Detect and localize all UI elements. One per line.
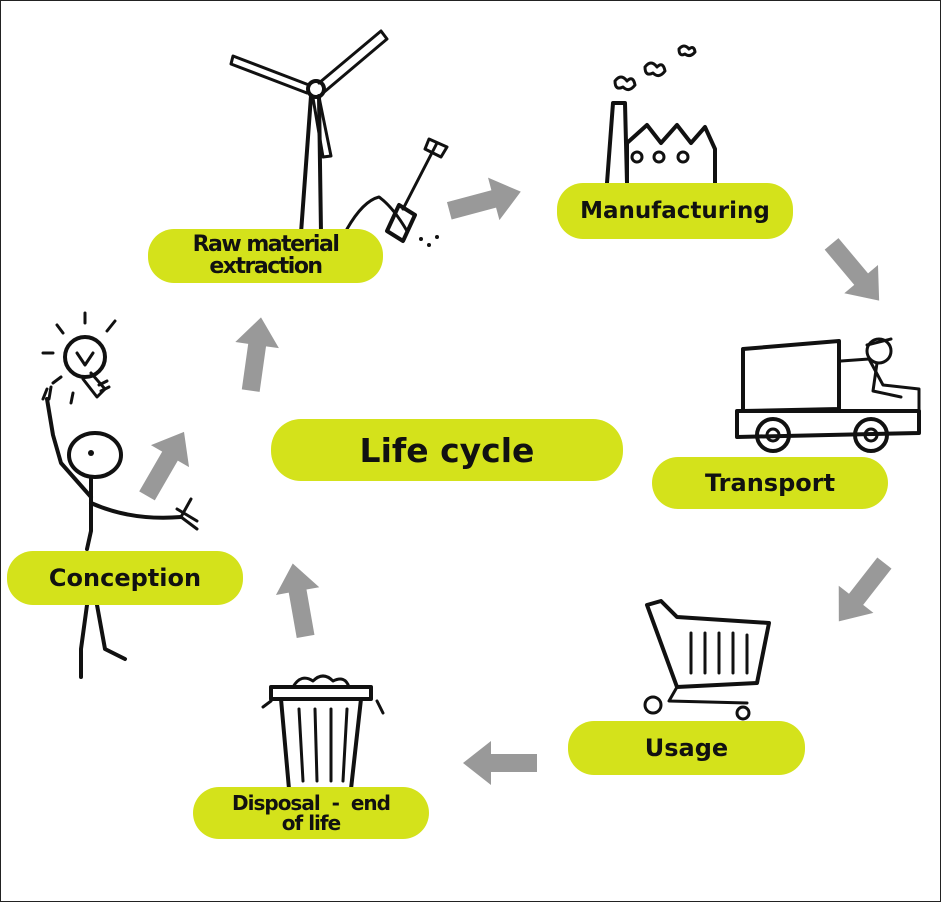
stick-figure-icon	[41, 385, 199, 679]
stage-raw-material-extraction: Raw material extraction	[148, 229, 383, 283]
shovel-icon	[345, 137, 449, 247]
arrow-manufacturing-to-transport	[824, 238, 880, 301]
raw-material-line-2: extraction	[209, 254, 323, 279]
disposal-line-2: of life	[281, 811, 341, 835]
arrow-disposal-to-conception	[275, 563, 320, 638]
stage-usage: Usage	[568, 721, 805, 775]
arrow-lifecycle-to-raw	[235, 317, 279, 392]
trash-can-icon	[261, 674, 385, 791]
stage-transport: Transport	[652, 457, 888, 509]
transport-label: Transport	[704, 469, 836, 497]
stage-manufacturing: Manufacturing	[557, 183, 793, 239]
arrow-transport-to-usage	[838, 557, 892, 622]
arrow-conception-to-lifecycle	[139, 431, 190, 501]
stage-disposal-end-of-life: Disposal - end of life	[193, 787, 429, 839]
raw-material-line-1: Raw material	[192, 232, 340, 257]
manufacturing-label: Manufacturing	[580, 197, 770, 224]
light-bulb-icon	[41, 311, 117, 405]
center-label-text: Life cycle	[359, 430, 535, 470]
wind-turbine-icon	[229, 29, 389, 235]
usage-label: Usage	[644, 734, 729, 762]
truck-icon	[735, 337, 921, 453]
stage-conception: Conception	[7, 551, 243, 605]
arrow-raw-to-manufacturing	[446, 177, 521, 221]
arrow-usage-to-disposal	[463, 741, 537, 785]
disposal-line-1: Disposal - end	[232, 791, 391, 815]
shopping-cart-icon	[643, 599, 771, 721]
conception-label: Conception	[48, 564, 202, 592]
life-cycle-center-label: Life cycle	[271, 419, 623, 481]
factory-icon	[605, 44, 717, 185]
